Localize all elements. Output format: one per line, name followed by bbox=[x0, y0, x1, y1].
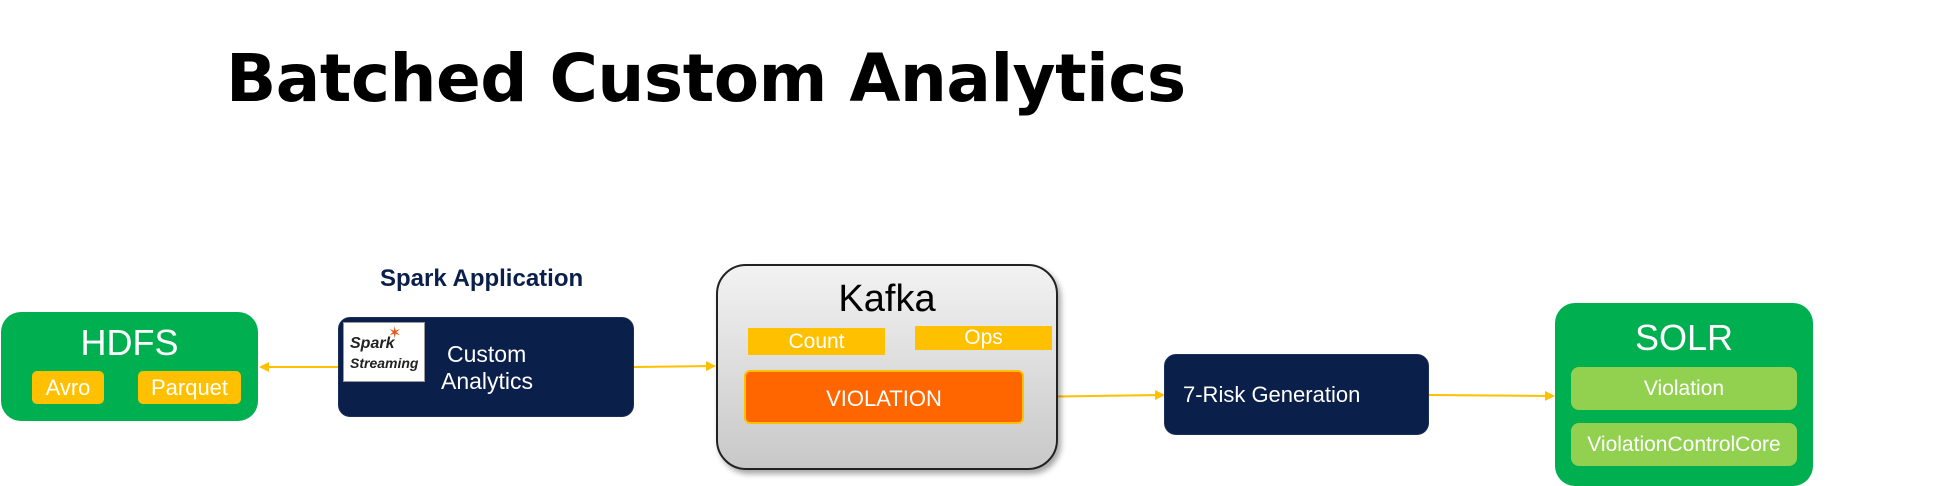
spark-node: ✶ Spark Streaming Custom Analytics bbox=[338, 317, 634, 417]
hdfs-item-parquet: Parquet bbox=[138, 371, 241, 404]
hdfs-node: HDFS Avro Parquet bbox=[1, 312, 258, 421]
spark-streaming-logo: ✶ Spark Streaming bbox=[343, 322, 425, 382]
kafka-node: Kafka Count Ops VIOLATION bbox=[716, 264, 1058, 470]
spark-star-icon: ✶ bbox=[388, 325, 402, 342]
spark-heading: Spark Application bbox=[380, 265, 584, 292]
hdfs-item-avro: Avro bbox=[32, 371, 104, 404]
hdfs-label: HDFS bbox=[80, 322, 179, 363]
solr-node: SOLR Violation ViolationControlCore bbox=[1555, 303, 1813, 486]
spark-label-line2: Analytics bbox=[441, 368, 534, 394]
kafka-topic-count: Count bbox=[748, 328, 885, 355]
spark-logo-line1: Spark bbox=[350, 335, 395, 352]
solr-label: SOLR bbox=[1634, 317, 1734, 358]
arrow-spark-to-kafka bbox=[633, 361, 716, 372]
arrow-risk-to-solr bbox=[1427, 390, 1555, 401]
spark-label-line1: Custom bbox=[447, 341, 527, 367]
kafka-label: Kafka bbox=[838, 278, 936, 320]
page-title: Batched Custom Analytics bbox=[226, 40, 1186, 117]
kafka-topic-ops: Ops bbox=[915, 326, 1052, 350]
risk-generation-node: 7-Risk Generation bbox=[1164, 354, 1429, 435]
solr-item-violation-control-core: ViolationControlCore bbox=[1571, 423, 1797, 466]
solr-item-violation: Violation bbox=[1571, 367, 1797, 410]
risk-generation-label: 7-Risk Generation bbox=[1183, 382, 1361, 407]
kafka-violation-topic: VIOLATION bbox=[744, 370, 1024, 424]
spark-logo-line2: Streaming bbox=[350, 355, 419, 371]
